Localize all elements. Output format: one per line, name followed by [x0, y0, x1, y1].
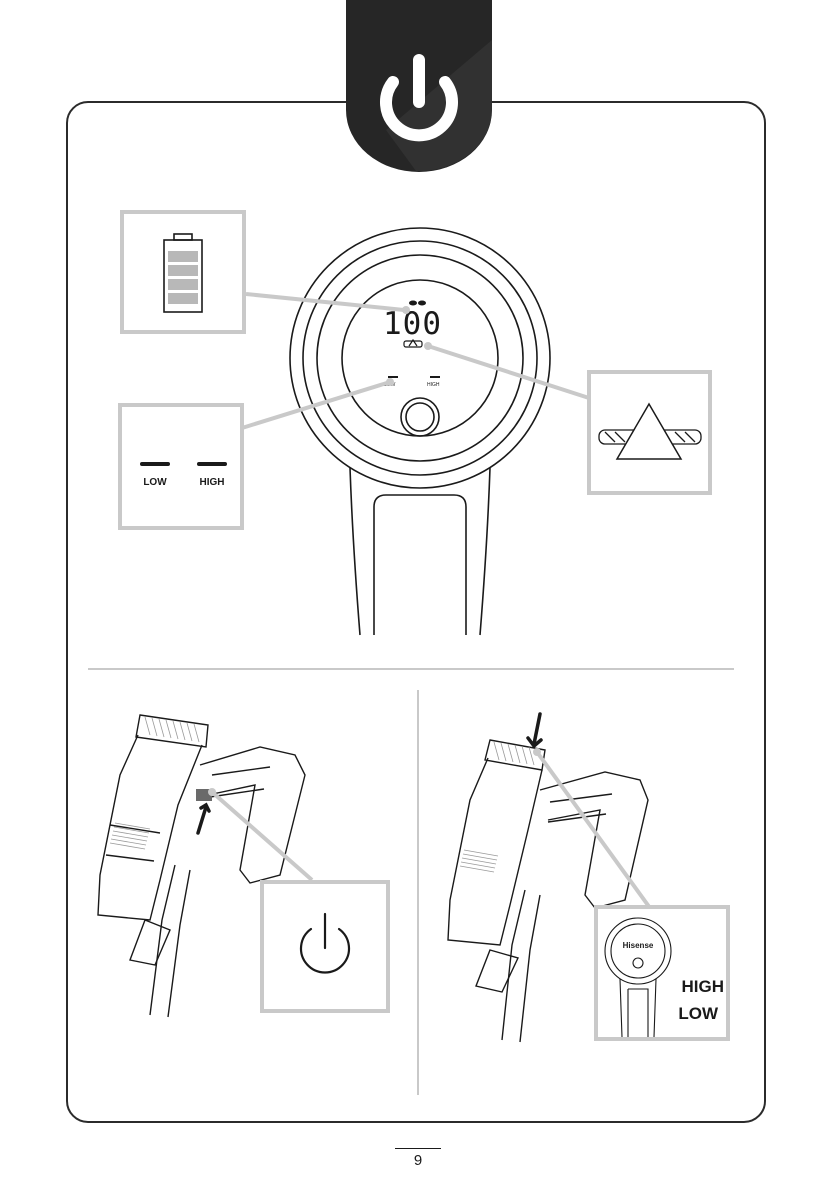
power-icon	[264, 884, 386, 1009]
mode-low-label: LOW	[133, 477, 177, 488]
mode-callout: LOW HIGH	[118, 403, 244, 530]
low-indicator-bar	[140, 462, 170, 466]
brush-roll-warning-icon	[591, 374, 708, 491]
speed-low-label: LOW	[672, 1004, 718, 1024]
power-button-callout	[260, 880, 390, 1013]
battery-icon	[124, 214, 242, 330]
page-number: 9	[395, 1152, 441, 1169]
brush-warning-callout	[587, 370, 712, 495]
page-number-rule	[395, 1148, 441, 1149]
speed-select-leader	[525, 740, 665, 915]
speed-select-callout: Hisense HIGH LOW	[594, 905, 730, 1041]
high-indicator-bar	[197, 462, 227, 466]
power-button-leader	[200, 780, 330, 890]
battery-callout	[120, 210, 246, 334]
section-divider	[88, 668, 734, 670]
speed-high-label: HIGH	[672, 977, 724, 997]
brand-label: Hisense	[610, 941, 666, 950]
mode-high-label: HIGH	[190, 477, 234, 488]
column-divider	[417, 690, 419, 1095]
